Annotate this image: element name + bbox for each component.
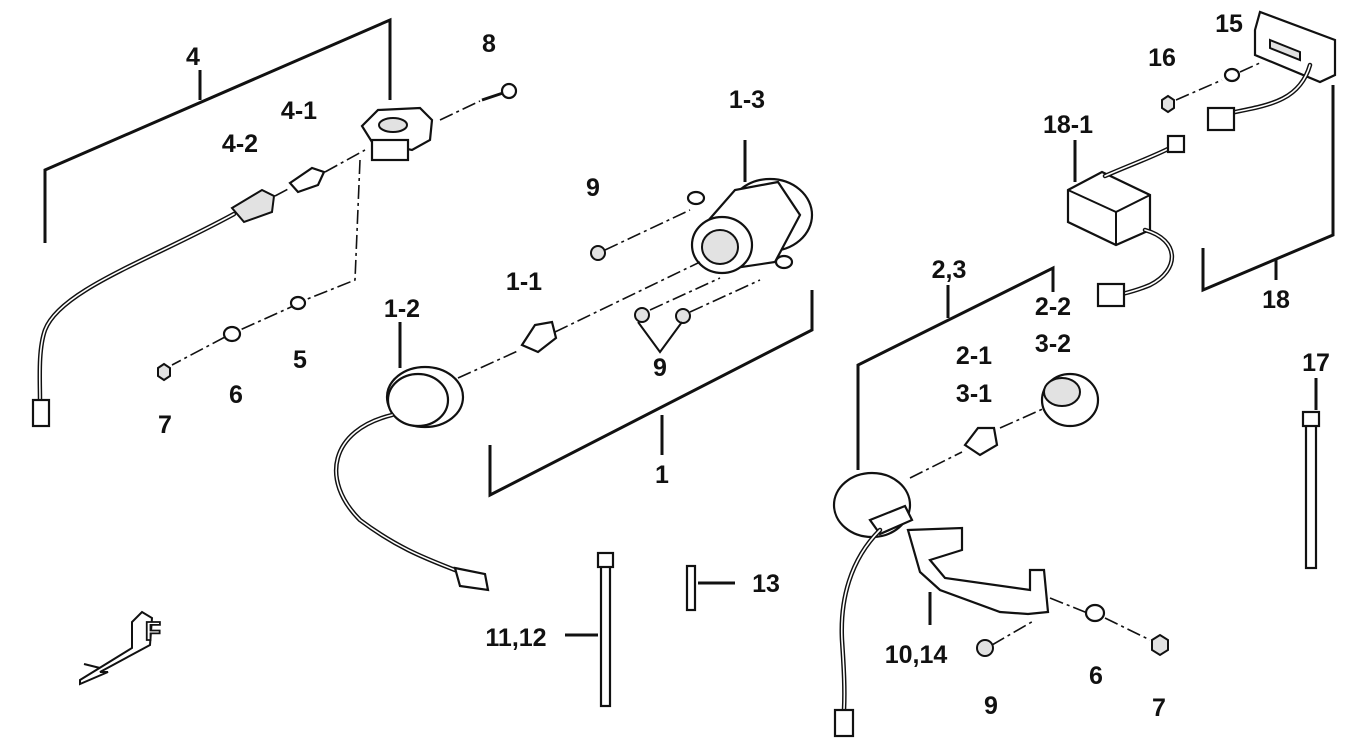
front-direction-marker: F	[79, 610, 162, 686]
label-15: 15	[1215, 10, 1243, 38]
label-11-12: 11,12	[485, 624, 546, 652]
label-3-2: 3-2	[1035, 330, 1071, 358]
label-1-2: 1-2	[384, 295, 420, 323]
callout-labels: 4 8 4-1 4-2 1-3 9 1-1 1-2 9 5 6 7 1 13 1…	[158, 10, 1330, 722]
label-9-bottom: 9	[984, 692, 998, 720]
label-6-right: 6	[1089, 662, 1103, 690]
assembly-1	[334, 140, 814, 592]
pin-13	[685, 564, 735, 612]
label-1-1: 1-1	[506, 268, 542, 296]
label-3-1: 3-1	[956, 380, 992, 408]
label-7-left: 7	[158, 411, 172, 439]
label-10-14: 10,14	[885, 641, 948, 669]
cable-tie-17	[1301, 378, 1321, 570]
front-marker-letter: F	[145, 616, 161, 646]
label-2-2: 2-2	[1035, 293, 1071, 321]
label-1-3: 1-3	[729, 86, 765, 114]
assembly-4	[31, 17, 518, 428]
label-16: 16	[1148, 44, 1176, 72]
label-2-1: 2-1	[956, 342, 992, 370]
label-4-2: 4-2	[222, 130, 258, 158]
label-4-1: 4-1	[281, 97, 317, 125]
label-18-1: 18-1	[1043, 111, 1093, 139]
label-13: 13	[752, 570, 780, 598]
label-6-left: 6	[229, 381, 243, 409]
label-8: 8	[482, 30, 496, 58]
label-7-right: 7	[1152, 694, 1166, 722]
label-17: 17	[1302, 349, 1330, 377]
cable-tie-11-12	[565, 551, 615, 708]
label-9-center: 9	[653, 354, 667, 382]
label-18: 18	[1262, 286, 1290, 314]
assembly-2-3	[832, 265, 1169, 738]
label-1: 1	[655, 461, 669, 489]
label-4: 4	[186, 43, 200, 71]
label-5: 5	[293, 346, 307, 374]
label-9-top: 9	[586, 174, 600, 202]
assembly-18	[1066, 10, 1337, 308]
label-2-3: 2,3	[932, 256, 967, 284]
